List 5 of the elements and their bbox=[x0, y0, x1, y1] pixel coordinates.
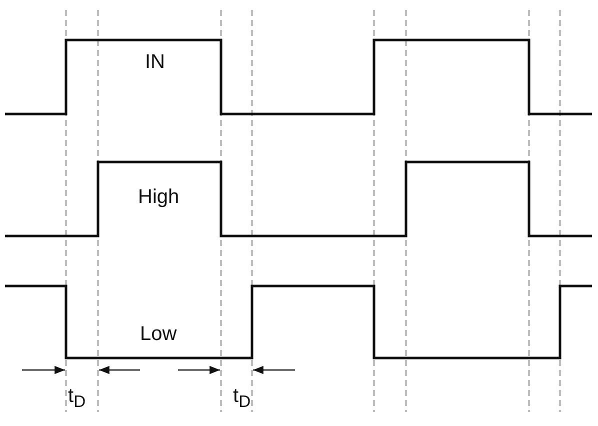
signal-label: Low bbox=[140, 324, 177, 344]
signal-label: High bbox=[138, 187, 180, 207]
time-label: t$_{D}$ bbox=[68, 386, 86, 411]
time-label: t$_{D}$ bbox=[233, 386, 251, 411]
signal-label: IN bbox=[145, 52, 165, 72]
